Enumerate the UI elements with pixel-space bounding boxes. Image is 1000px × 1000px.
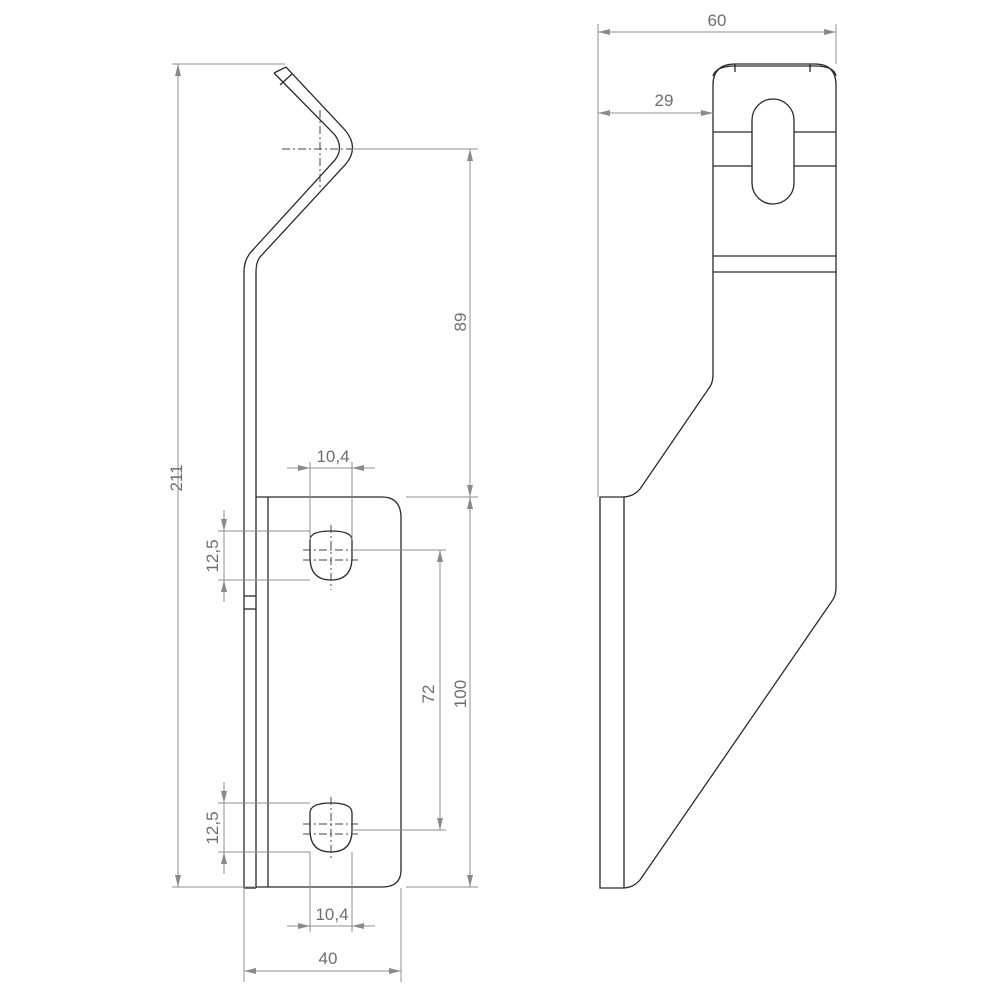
svg-text:89: 89 <box>451 313 470 332</box>
svg-text:100: 100 <box>451 680 470 708</box>
front-view: 60 29 <box>597 11 837 889</box>
dimension-overall-height: 211 <box>167 63 285 888</box>
svg-text:60: 60 <box>708 11 727 30</box>
top-rim <box>712 65 837 77</box>
svg-text:211: 211 <box>167 464 186 491</box>
dimension-hole-height-top: 12,5 <box>203 510 310 602</box>
dimension-plate-height: 100 <box>406 497 478 888</box>
dimension-hole-width-top: 10,4 <box>287 447 375 540</box>
svg-text:40: 40 <box>319 949 338 968</box>
top-slot-hole <box>309 530 353 581</box>
dimension-upper-height: 89 <box>352 148 478 498</box>
dimension-hole-height-bottom: 12,5 <box>203 782 310 874</box>
bottom-slot-hole <box>309 802 353 853</box>
top-slot <box>751 98 795 205</box>
bent-profile-inner <box>243 72 341 888</box>
dimension-hole-width-bottom: 10,4 <box>287 852 375 932</box>
dimension-hole-spacing: 72 <box>352 549 446 831</box>
tip-edge <box>279 73 293 86</box>
svg-text:29: 29 <box>655 91 674 110</box>
svg-text:12,5: 12,5 <box>203 811 222 844</box>
side-view: 211 89 100 72 <box>167 63 478 982</box>
dimension-overall-width: 60 <box>597 11 837 497</box>
svg-text:10,4: 10,4 <box>315 905 348 924</box>
svg-text:72: 72 <box>419 685 438 704</box>
front-outline <box>599 63 837 889</box>
bent-profile-outer <box>255 66 354 888</box>
dimension-plate-width: 40 <box>243 888 402 982</box>
svg-text:12,5: 12,5 <box>203 539 222 572</box>
svg-text:10,4: 10,4 <box>316 447 349 466</box>
mounting-plate <box>256 496 402 888</box>
dimension-offset-width: 29 <box>598 91 713 116</box>
